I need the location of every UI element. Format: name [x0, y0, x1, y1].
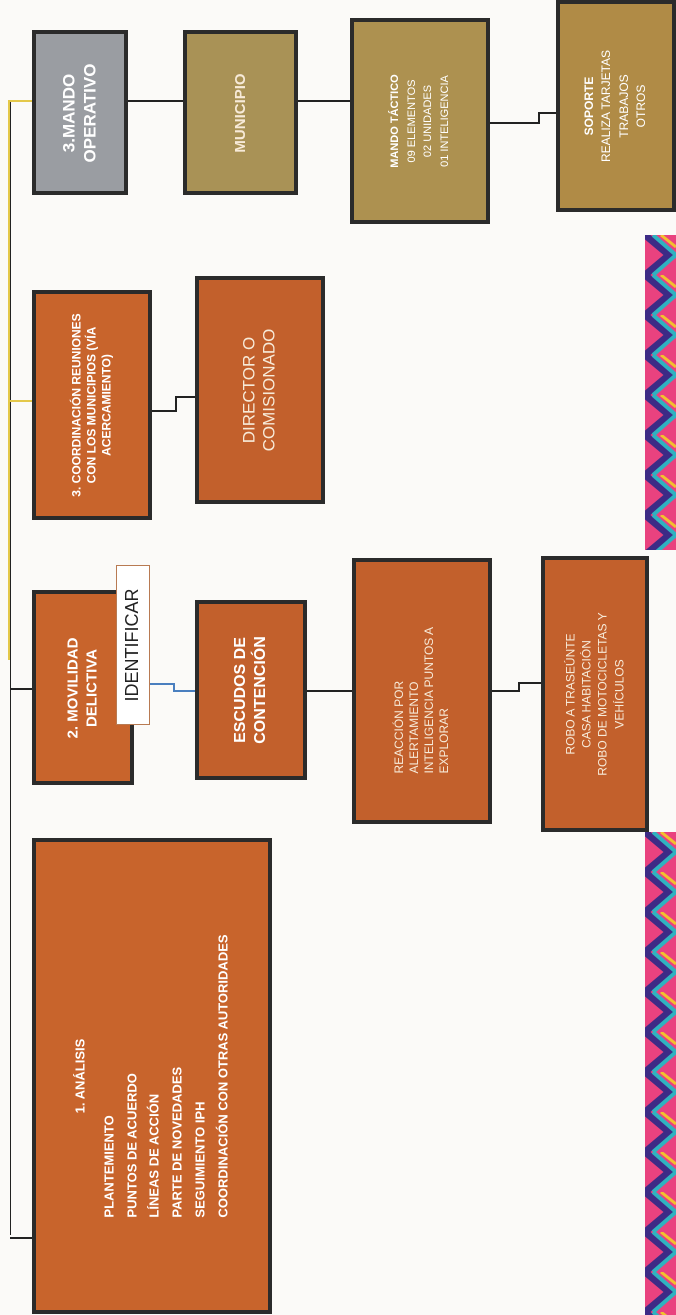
- node-municipio: MUNICIPIO: [183, 30, 298, 195]
- node-analisis: 1. ANÁLISIS PLANTEMIENTO PUNTOS DE ACUER…: [32, 838, 272, 1314]
- node-title: 3. COORDINACIÓN REUNIONES CON LOS MUNICI…: [69, 313, 114, 497]
- decorative-pattern-band: [645, 832, 676, 1315]
- tree-main-line-yellow: [8, 100, 10, 660]
- connector: [518, 682, 520, 692]
- list-item: PUNTOS DE ACUERDO: [123, 1073, 139, 1218]
- connector: [8, 100, 36, 102]
- node-coordinacion: 3. COORDINACIÓN REUNIONES CON LOS MUNICI…: [32, 290, 152, 520]
- node-director: DIRECTOR O COMISIONADO: [195, 276, 325, 504]
- decorative-pattern-band: [645, 235, 676, 550]
- list-item: PLANTEMIENTO: [101, 1115, 117, 1218]
- connector: [518, 682, 542, 684]
- tree-main-line: [10, 100, 11, 1235]
- connector: [538, 112, 540, 124]
- connector: [10, 688, 36, 690]
- connector: [491, 690, 519, 692]
- list-item: OTROS: [634, 84, 649, 128]
- node-title: DIRECTOR O COMISIONADO: [239, 328, 279, 452]
- callout-identificar: IDENTIFICAR: [116, 565, 150, 725]
- list-item: 02 UNIDADES: [422, 84, 434, 158]
- callout-label: IDENTIFICAR: [122, 588, 143, 702]
- list-item: SEGUIMIENTO IPH: [192, 1101, 208, 1218]
- connector: [10, 1237, 36, 1239]
- connector: [175, 396, 197, 398]
- list-item: ROBO DE MOTOCICLETAS Y: [596, 612, 610, 776]
- node-title: SOPORTE: [582, 76, 597, 136]
- list-item: VEHÍCULOS: [612, 659, 627, 729]
- callout-connector: [173, 690, 195, 692]
- node-title: ESCUDOS DE CONTENCIÓN: [232, 636, 269, 744]
- list-item: CASA HABITACIÓN: [579, 640, 594, 748]
- connector: [151, 410, 175, 412]
- list-item: 09 ELEMENTOS: [405, 79, 418, 163]
- node-title: 1. ANÁLISIS: [72, 1038, 88, 1114]
- list-item: COORDINACIÓN CON OTRAS AUTORIDADES: [214, 934, 230, 1218]
- node-title: MANDO TÁCTICO: [389, 74, 401, 168]
- callout-connector: [150, 683, 174, 685]
- callout-connector: [173, 683, 175, 691]
- connector: [490, 122, 538, 124]
- connector: [8, 400, 36, 402]
- node-title: 3.MANDO OPERATIVO: [59, 63, 99, 162]
- node-title: 2. MOVILIDAD DELICTIVA: [64, 637, 100, 738]
- node-soporte: SOPORTE REALIZA TARJETAS TRABAJOS OTROS: [556, 0, 676, 212]
- connector: [538, 112, 558, 114]
- list-item: TRABAJOS: [617, 74, 631, 138]
- list-item: REALIZA TARJETAS: [599, 49, 614, 163]
- list-item: 01 INTELIGENCIA: [438, 75, 451, 167]
- node-title: MUNICIPIO: [231, 72, 249, 153]
- node-reaccion: REACCIÓN POR ALERTAMIENTO INTELIGENCIA P…: [352, 558, 492, 824]
- node-title: REACCIÓN POR ALERTAMIENTO INTELIGENCIA P…: [392, 627, 451, 774]
- list-item: PARTE DE NOVEDADES: [169, 1066, 185, 1218]
- connector: [296, 100, 352, 102]
- list-item: LÍNEAS DE ACCIÓN: [146, 1093, 162, 1218]
- connector: [306, 690, 354, 692]
- node-escudos: ESCUDOS DE CONTENCIÓN: [195, 600, 307, 780]
- connector: [126, 100, 186, 102]
- connector: [175, 396, 177, 412]
- node-mando-tactico: MANDO TÁCTICO 09 ELEMENTOS 02 UNIDADES 0…: [350, 18, 490, 224]
- node-mando-operativo: 3.MANDO OPERATIVO: [32, 30, 128, 195]
- node-robo: ROBO A TRASEÚNTE CASA HABITACIÓN ROBO DE…: [541, 556, 649, 832]
- list-item: ROBO A TRASEÚNTE: [563, 633, 578, 755]
